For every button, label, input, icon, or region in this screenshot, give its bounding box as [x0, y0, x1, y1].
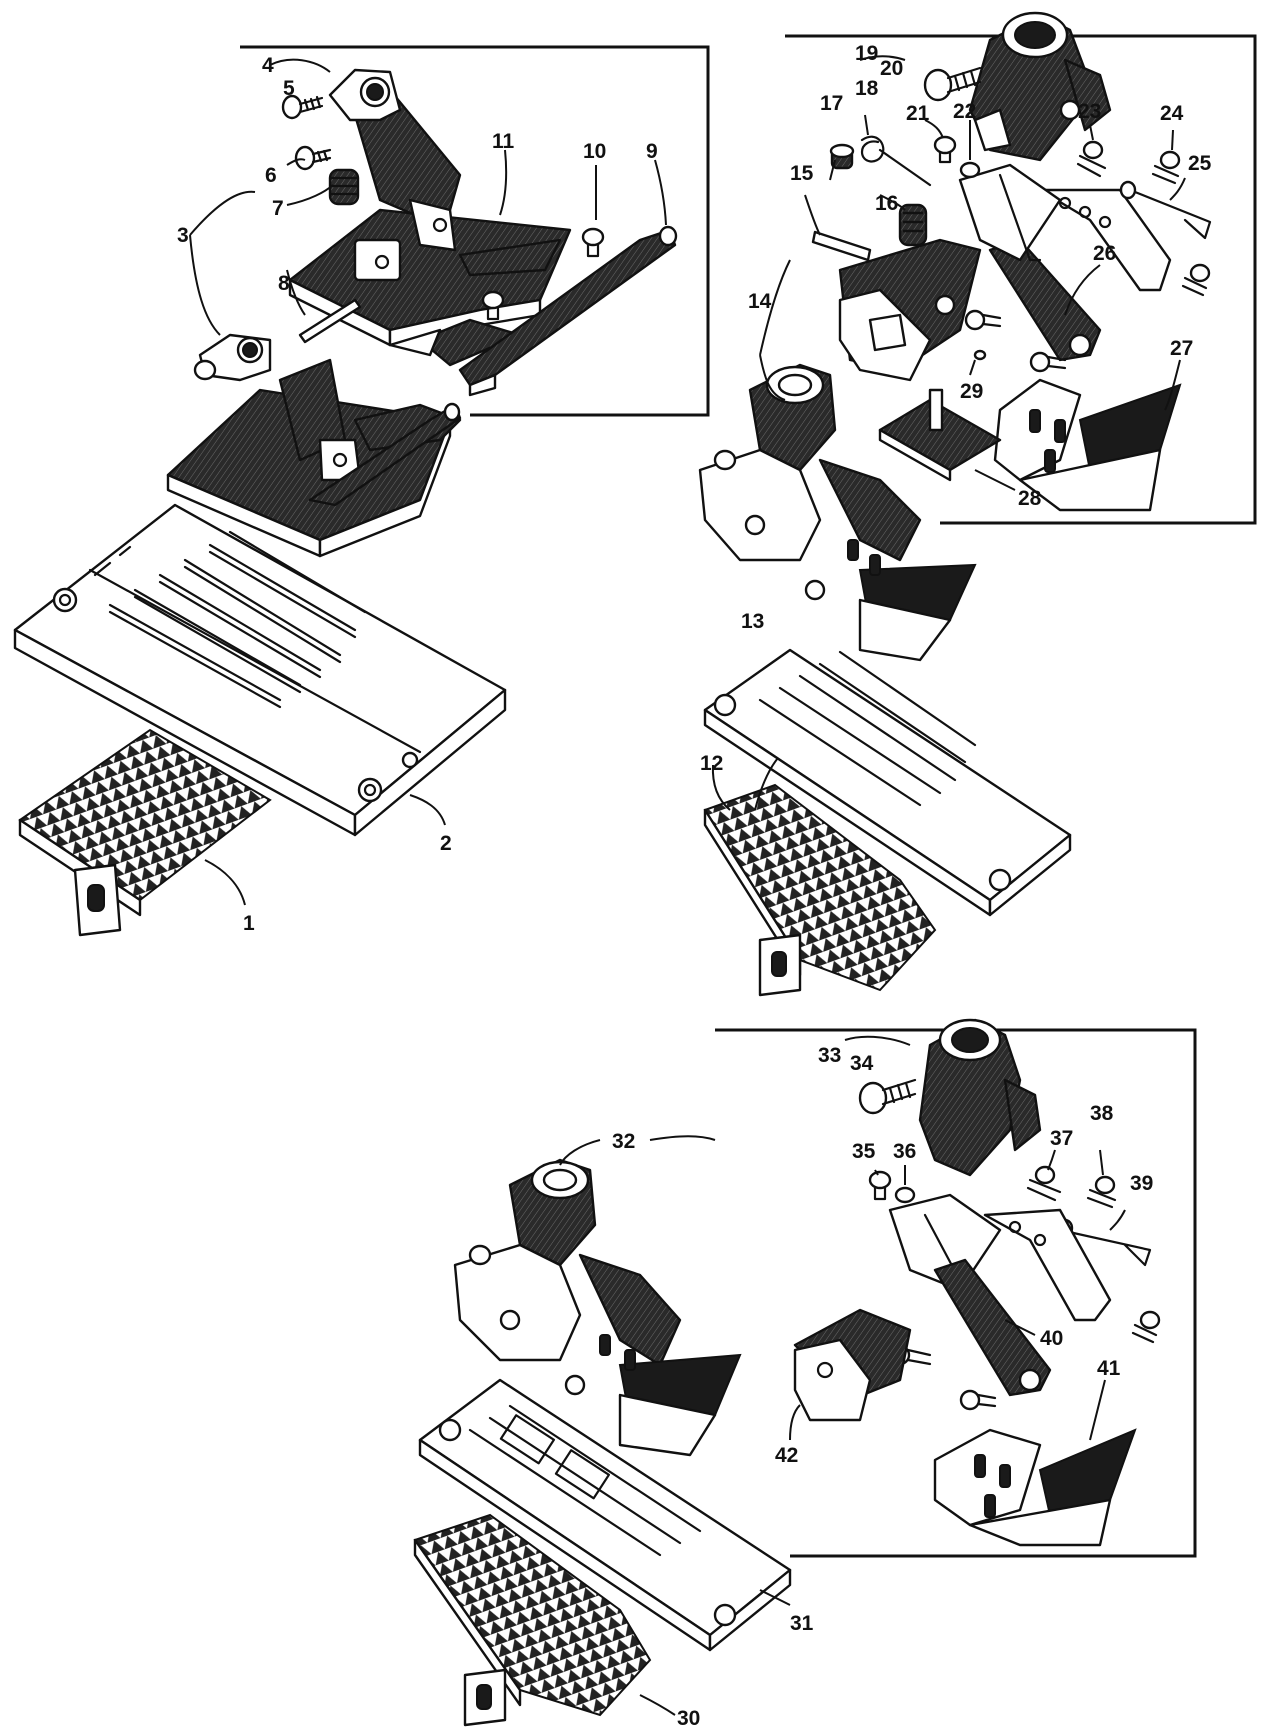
label-22: 22	[953, 100, 976, 123]
screw-right-c	[1131, 1310, 1161, 1344]
label-38: 38	[1090, 1102, 1114, 1125]
label-5: 5	[283, 77, 295, 100]
label-24: 24	[1160, 102, 1184, 125]
plate-slots	[108, 530, 367, 709]
feed-dog-1	[18, 728, 272, 937]
label-20: 20	[880, 57, 903, 80]
feed-dog-12	[703, 783, 937, 997]
screw-24	[1151, 150, 1181, 185]
label-39: 39	[1130, 1172, 1153, 1195]
label-17: 17	[820, 92, 843, 115]
presser-foot-assembled-a	[166, 333, 462, 558]
knurled-nut-16	[898, 203, 928, 247]
throat-plate-31	[418, 1378, 792, 1652]
screw-23	[1076, 140, 1107, 178]
screw-bottom-a	[481, 290, 505, 321]
washer-22	[959, 161, 981, 179]
label-16: 16	[875, 192, 898, 215]
inset-box-presser-foot-1	[240, 45, 710, 417]
washer-36	[894, 1186, 916, 1204]
label-31: 31	[790, 1612, 814, 1635]
screw-21	[933, 135, 957, 164]
feed-dog-30	[413, 1513, 652, 1727]
label-23: 23	[1078, 100, 1101, 123]
part-number-labels: 1 2 3 4 5 6 7 8 9 10 11 12 13 14 15 16 1…	[177, 42, 1212, 1729]
label-6: 6	[265, 164, 277, 187]
screw-right-b	[1181, 263, 1211, 297]
label-8: 8	[278, 272, 290, 295]
label-26: 26	[1093, 242, 1116, 265]
screw-6	[294, 145, 332, 171]
label-41: 41	[1097, 1357, 1121, 1380]
screw-10	[581, 227, 605, 258]
label-25: 25	[1188, 152, 1212, 175]
spring-18	[860, 135, 932, 187]
label-7: 7	[272, 197, 284, 220]
label-2: 2	[440, 832, 452, 855]
label-36: 36	[893, 1140, 916, 1163]
label-19: 19	[855, 42, 878, 65]
label-10: 10	[583, 140, 606, 163]
presser-foot-assembly-inset-a	[281, 68, 678, 397]
label-29: 29	[960, 380, 983, 403]
label-9: 9	[646, 140, 658, 163]
screw-17	[829, 143, 855, 170]
label-11: 11	[492, 130, 515, 153]
spring-7	[328, 168, 360, 206]
label-12: 12	[700, 752, 723, 775]
presser-foot-assembly-inset-c	[793, 1018, 1161, 1547]
foot-sole-28	[878, 388, 1002, 482]
throat-plate-2	[13, 503, 507, 837]
leader-lines	[189, 55, 1186, 1716]
lever-26	[988, 238, 1102, 362]
pin-8	[298, 298, 362, 344]
screw-center-c	[889, 1344, 997, 1411]
label-4: 4	[262, 54, 274, 77]
presser-foot-assembled-c	[453, 1158, 742, 1457]
label-34: 34	[850, 1052, 874, 1075]
label-3: 3	[177, 224, 189, 247]
label-32: 32	[612, 1130, 635, 1153]
presser-foot-assembly-inset-b	[811, 11, 1212, 512]
screw-5	[281, 94, 324, 120]
screw-37	[1026, 1165, 1062, 1202]
label-35: 35	[852, 1140, 876, 1163]
label-15: 15	[790, 162, 814, 185]
screw-lower-b	[1029, 351, 1067, 373]
label-28: 28	[1018, 487, 1042, 510]
label-27: 27	[1170, 337, 1193, 360]
wire-spring-39	[1058, 1228, 1152, 1267]
label-21: 21	[906, 102, 930, 125]
screw-34	[858, 1078, 917, 1115]
guide-9	[458, 225, 678, 397]
foot-sole-42	[793, 1308, 912, 1422]
label-33: 33	[818, 1044, 841, 1067]
label-30: 30	[677, 1707, 700, 1729]
wire-spring-25	[1128, 188, 1212, 240]
pin-15	[811, 230, 872, 262]
label-40: 40	[1040, 1327, 1063, 1350]
foot-toe-27	[993, 378, 1182, 512]
label-37: 37	[1050, 1127, 1073, 1150]
label-14: 14	[748, 290, 772, 313]
screw-35	[868, 1170, 892, 1201]
label-42: 42	[775, 1444, 798, 1467]
label-18: 18	[855, 77, 879, 100]
screw-20	[923, 66, 982, 102]
foot-toe-41	[933, 1428, 1137, 1547]
screw-38	[1086, 1175, 1117, 1209]
label-1: 1	[243, 912, 255, 935]
presser-foot-assembled-b	[698, 363, 977, 662]
label-13: 13	[741, 610, 764, 633]
screw-center-b	[934, 294, 1002, 331]
lever-40	[933, 1258, 1052, 1397]
washer-29	[973, 349, 987, 361]
